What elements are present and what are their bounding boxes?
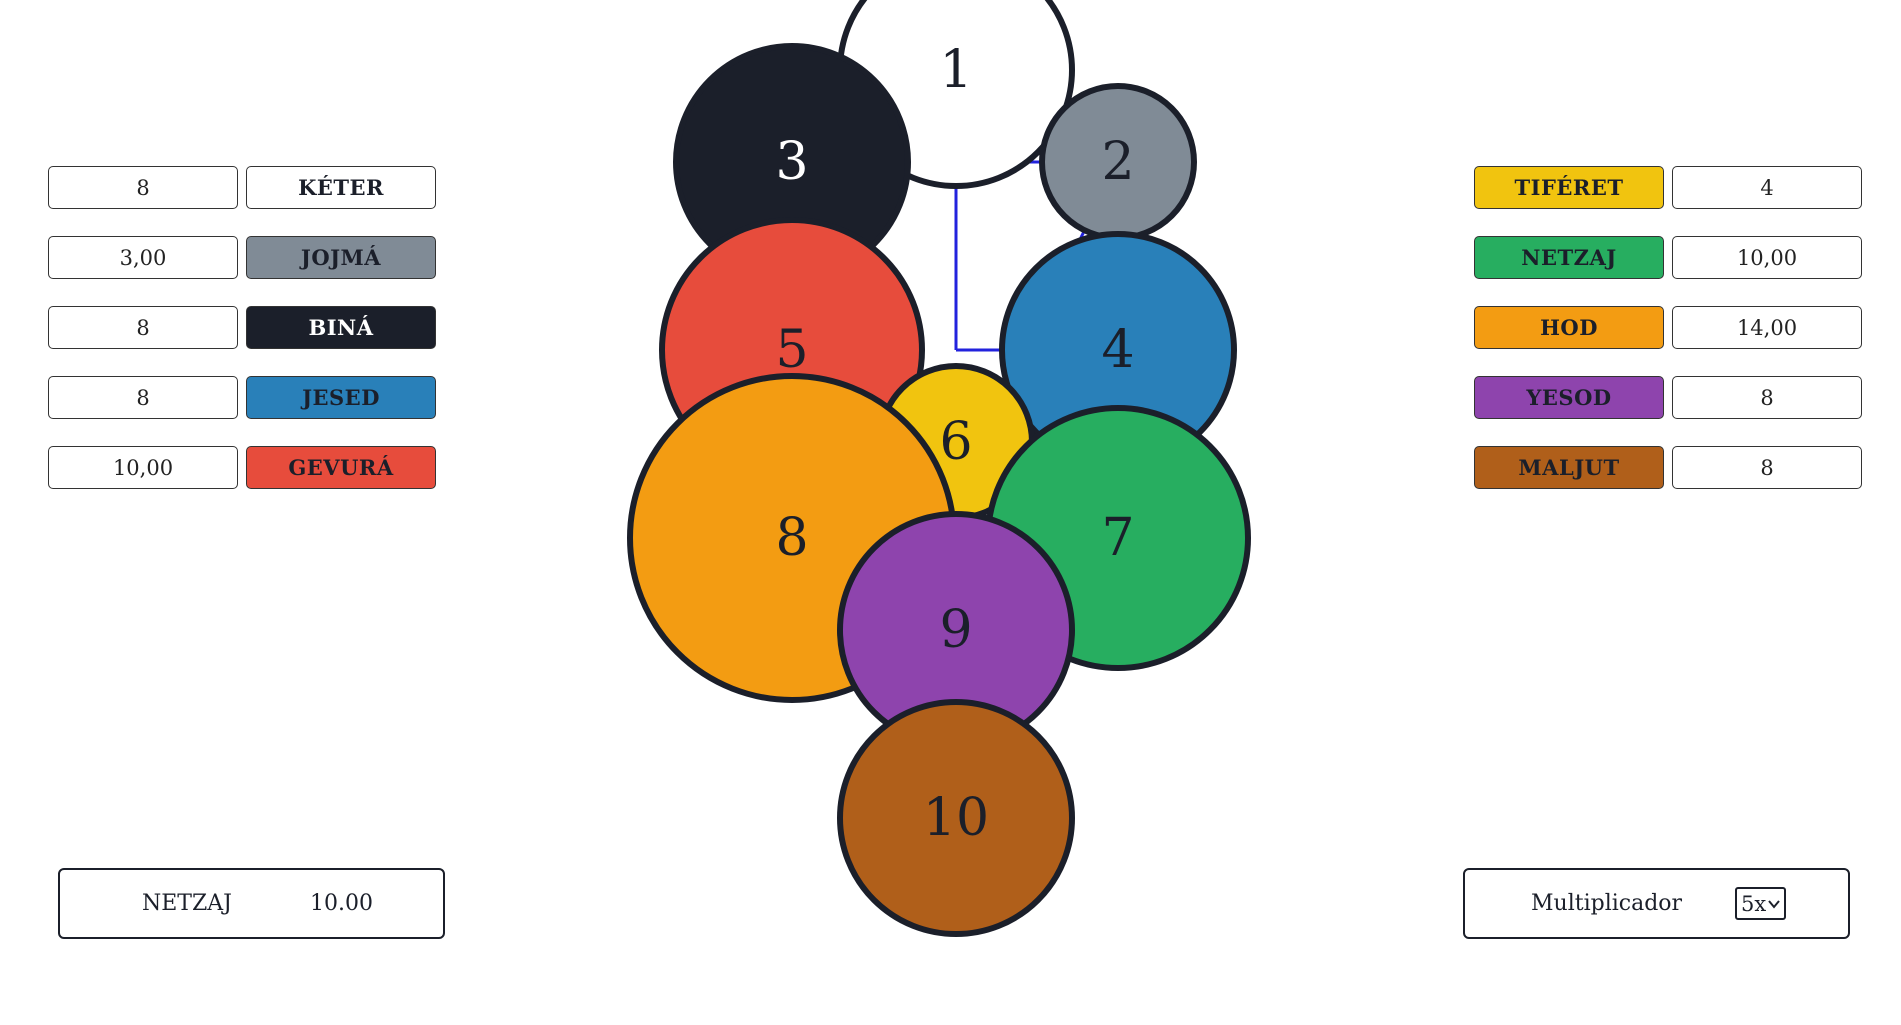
jesed-button[interactable]: JESED — [246, 376, 436, 419]
gevurá-value-input[interactable]: 10,00 — [48, 446, 238, 489]
yesod-button[interactable]: YESOD — [1474, 376, 1664, 419]
netzaj-value-input[interactable]: 10,00 — [1672, 236, 1862, 279]
sefira-number: 2 — [1101, 132, 1134, 192]
jojmá-button[interactable]: JOJMÁ — [246, 236, 436, 279]
sefira-number: 4 — [1101, 320, 1134, 380]
jesed-value-input[interactable]: 8 — [48, 376, 238, 419]
tiféret-button[interactable]: TIFÉRET — [1474, 166, 1664, 209]
sefira-number: 6 — [939, 412, 972, 472]
netzaj-button[interactable]: NETZAJ — [1474, 236, 1664, 279]
sefira-number: 1 — [939, 40, 972, 100]
biná-value-input[interactable]: 8 — [48, 306, 238, 349]
sefira-node-10[interactable]: 10 — [837, 699, 1075, 937]
hod-button[interactable]: HOD — [1474, 306, 1664, 349]
sefira-node-3[interactable]: 3 — [673, 43, 911, 281]
hod-value-input[interactable]: 14,00 — [1672, 306, 1862, 349]
multiplier-selected-value: 5x — [1741, 891, 1767, 916]
multiplier-label: Multiplicador — [1531, 891, 1683, 916]
maljut-button[interactable]: MALJUT — [1474, 446, 1664, 489]
sefira-number: 7 — [1101, 508, 1134, 568]
multiplier-card: Multiplicador 5x — [1463, 868, 1850, 939]
sefira-number: 9 — [939, 600, 972, 660]
yesod-value-input[interactable]: 8 — [1672, 376, 1862, 419]
sefira-node-9[interactable]: 9 — [837, 511, 1075, 749]
sefira-number: 3 — [775, 132, 808, 192]
biná-button[interactable]: BINÁ — [246, 306, 436, 349]
selected-sefira-value: 10.00 — [310, 891, 373, 916]
sefira-circle — [837, 699, 1075, 937]
multiplier-select[interactable]: 5x — [1735, 887, 1787, 920]
tiféret-value-input[interactable]: 4 — [1672, 166, 1862, 209]
selected-sefira-card: NETZAJ 10.00 — [58, 868, 445, 939]
selected-sefira-name: NETZAJ — [142, 891, 232, 916]
jojmá-value-input[interactable]: 3,00 — [48, 236, 238, 279]
tree-nodes: 1 2 3 4 5 6 8 7 9 10 — [627, 0, 1251, 937]
kéter-button[interactable]: KÉTER — [246, 166, 436, 209]
sefira-number: 10 — [923, 788, 989, 848]
maljut-value-input[interactable]: 8 — [1672, 446, 1862, 489]
gevurá-button[interactable]: GEVURÁ — [246, 446, 436, 489]
sefira-number: 8 — [775, 508, 808, 568]
sefira-number: 5 — [775, 320, 808, 380]
kéter-value-input[interactable]: 8 — [48, 166, 238, 209]
sefira-node-2[interactable]: 2 — [1039, 83, 1197, 241]
chevron-down-icon — [1768, 899, 1780, 909]
